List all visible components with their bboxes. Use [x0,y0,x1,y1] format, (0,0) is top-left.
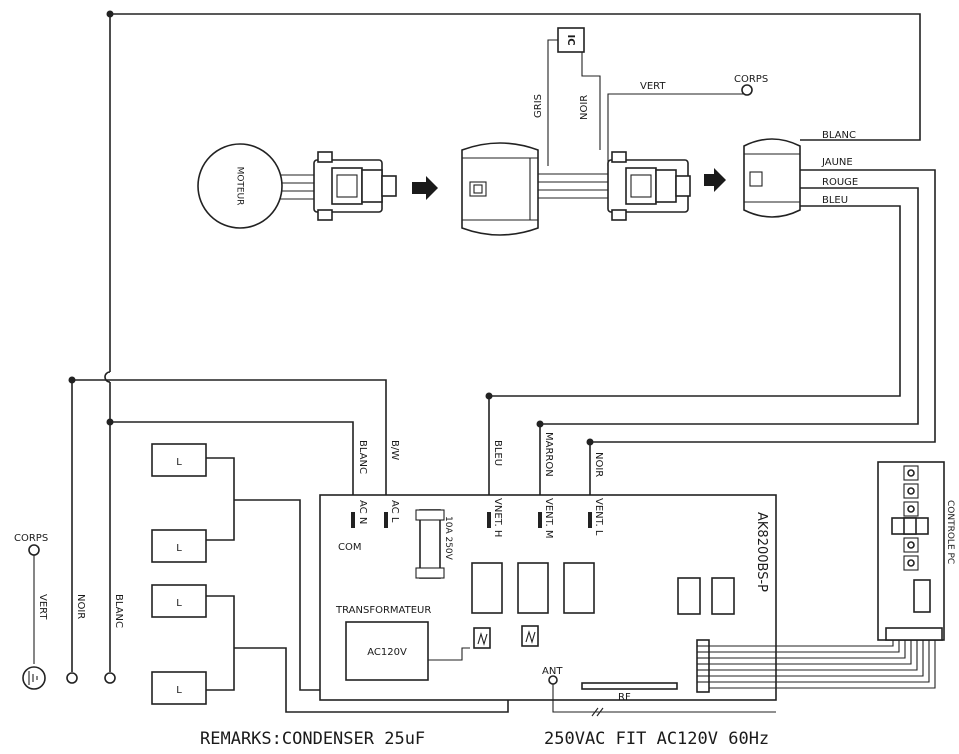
connector-socket-2 [461,142,539,236]
wire-noir-main [68,376,387,672]
middle-leads [538,173,612,199]
label-rf: RF [618,692,631,703]
arrow-right-icon [412,176,438,200]
connector-plug-1 [313,151,397,221]
wire-top-loop [104,10,921,672]
lamp-label: L [176,543,182,554]
left-terminals [22,544,116,690]
label-noir-vertical: NOIR [593,452,604,477]
label-bleu-vertical: BLEU [492,440,503,466]
condenser-text: IC [565,34,576,45]
wire-rouge [536,187,919,515]
label-bleu-right: BLEU [822,195,848,206]
label-moteur: MOTEUR [235,167,245,206]
wire-bleu [485,205,901,515]
wire-vert-corps [607,84,753,166]
label-vert-top: VERT [640,81,666,92]
label-noir-left: NOIR [75,594,86,619]
label-gris: GRIS [533,94,544,118]
label-blanc-right: BLANC [822,130,856,141]
lamp-4: L [151,671,207,705]
label-ac120v: AC120V [367,647,407,658]
label-marron: MARRON [543,432,554,477]
label-ac-n: AC N [357,500,368,524]
motor [197,143,283,229]
transformer [345,621,429,681]
label-vert-left: VERT [37,594,48,620]
remark-condenser: REMARKS:CONDENSER 25uF [200,729,425,749]
label-rouge: ROUGE [822,177,858,188]
motor-leads [280,174,316,200]
label-ant: ANT [542,666,563,677]
lamp-1: L [151,443,207,477]
label-blanc-ac: BLANC [357,440,368,474]
label-fuse: 10A 250V [443,516,453,561]
label-transformateur: TRANSFORMATEUR [335,605,431,616]
lamp-label: L [176,685,182,696]
ribbon-wires [709,640,936,689]
wire-jaune [586,169,936,515]
board-model: AK8200BS-P [754,512,769,592]
label-controle-pc: CONTROLE PC [945,500,955,564]
antenna-connector [521,625,539,647]
terminals [351,512,592,528]
lamp-label: L [176,457,182,468]
transformer-connector [428,627,491,661]
label-corps-top: CORPS [734,74,768,85]
label-corps-left: CORPS [14,533,48,544]
lamp-2: L [151,529,207,563]
rf-module [581,682,678,690]
relays [471,562,735,615]
connector-plug-3 [607,151,691,221]
lamp-label: L [176,598,182,609]
label-com: COM [338,542,361,553]
antenna [548,675,776,717]
connector-socket-4 [743,138,801,218]
ribbon-header [696,639,710,693]
condenser-leads: IC [547,27,601,166]
lamp-3: L [151,584,207,618]
label-noir-top: NOIR [579,95,590,120]
label-jaune: JAUNE [821,157,853,168]
label-vent-m: VENT. M [543,498,554,539]
label-blanc-left: BLANC [113,594,124,628]
label-vent-h: VNET. H [492,498,503,537]
label-vent-l: VENT. L [593,498,604,536]
label-bw: B/W [389,440,400,460]
wire-blanc-main [106,418,354,515]
arrow-right-icon [704,168,726,192]
remark-voltage: 250VAC FIT AC120V 60Hz [544,729,769,749]
fuse [415,509,445,579]
control-panel [877,461,945,641]
label-ac-l: AC L [389,500,400,523]
